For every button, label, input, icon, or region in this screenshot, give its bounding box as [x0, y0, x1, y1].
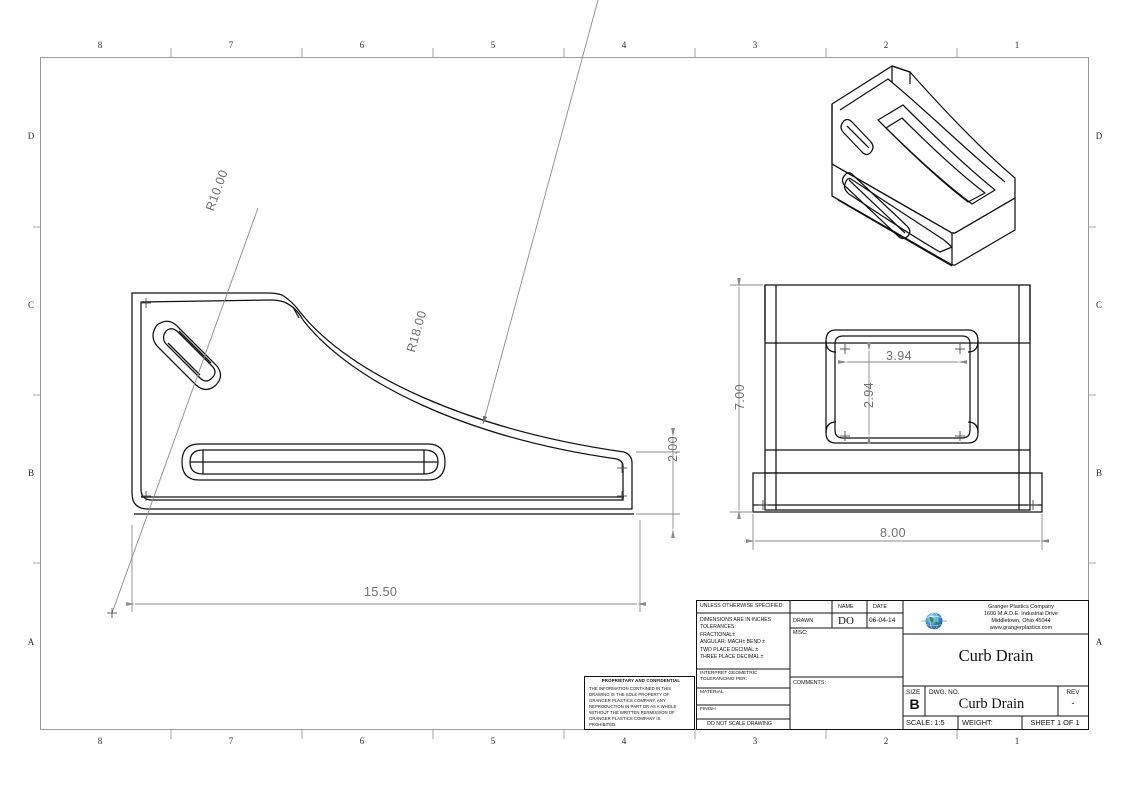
- zone-bottom-2: 2: [883, 736, 889, 746]
- drawn-label: DRAWN: [793, 618, 814, 624]
- side-view-center-marks: [141, 298, 627, 501]
- zone-bottom-8: 8: [97, 736, 103, 746]
- front-view-geometry: [752, 284, 1043, 513]
- dim-overall-length: 15.50: [364, 585, 398, 599]
- globe-icon: [921, 612, 947, 630]
- company-name: Granger Plastics Company: [988, 604, 1054, 610]
- zone-top-1: 1: [1014, 40, 1020, 50]
- drawn-name-value: DO: [838, 615, 854, 627]
- side-view-lower-slot: [181, 443, 446, 481]
- dwg-no-label: DWG. NO.: [929, 689, 960, 696]
- weight-label: WEIGHT:: [962, 718, 993, 727]
- isometric-view-geometry: [831, 65, 1016, 267]
- zone-bottom-4: 4: [621, 736, 627, 746]
- zone-bottom-5: 5: [490, 736, 496, 746]
- comments-label: COMMENTS:: [793, 680, 826, 686]
- front-view-center-marks: [758, 344, 1038, 510]
- zone-top-6: 6: [359, 40, 365, 50]
- company-address-line1: 1600 M.A.D.E. Industrial Drive: [984, 611, 1058, 617]
- zone-right-b: B: [1095, 468, 1102, 478]
- unless-specified-label: UNLESS OTHERWISE SPECIFIED:: [700, 603, 784, 609]
- zone-top-7: 7: [228, 40, 234, 50]
- zone-top-3: 3: [752, 40, 758, 50]
- material-label: MATERIAL: [700, 690, 724, 695]
- zone-left-c: C: [27, 300, 34, 310]
- zone-top-5: 5: [490, 40, 496, 50]
- rev-value: -: [1071, 698, 1075, 708]
- zone-top-2: 2: [883, 40, 889, 50]
- proprietary-body: THE INFORMATION CONTAINED IN THIS DRAWIN…: [589, 686, 677, 727]
- proprietary-heading: PROPRIETARY AND CONFIDENTIAL: [601, 678, 681, 683]
- size-value: B: [909, 696, 920, 712]
- part-title: Curb Drain: [958, 646, 1034, 665]
- rev-label: REV: [1066, 689, 1080, 696]
- front-view-pocket: [825, 329, 979, 444]
- do-not-scale-label: DO NOT SCALE DRAWING: [707, 721, 772, 727]
- company-website[interactable]: www.grangerplastics.com: [989, 625, 1053, 631]
- zone-bottom-7: 7: [228, 736, 234, 746]
- finish-label: FINISH: [700, 707, 716, 712]
- tolerances-block: DIMENSIONS ARE IN INCHES TOLERANCES: FRA…: [700, 617, 772, 660]
- zone-left-b: B: [27, 468, 34, 478]
- dim-front-width: 8.00: [880, 526, 906, 540]
- zone-right-d: D: [1095, 131, 1103, 141]
- zone-right-a: A: [1095, 637, 1103, 647]
- size-label: SIZE: [906, 689, 921, 696]
- sheet-label: SHEET 1 OF 1: [1030, 718, 1080, 727]
- side-view-geometry: [131, 292, 634, 515]
- drawn-date-value: 06-04-14: [869, 617, 896, 624]
- dimension-lines: [107, 0, 1049, 618]
- dwg-no-value: Curb Drain: [958, 696, 1025, 712]
- interpret-geometric-label: INTERPRET GEOMETRIC TOLERANCING PER:: [700, 671, 758, 683]
- date-header: DATE: [873, 604, 887, 610]
- name-header: NAME: [838, 604, 854, 610]
- zone-top-4: 4: [621, 40, 627, 50]
- zone-left-d: D: [27, 131, 35, 141]
- zone-right-c: C: [1095, 300, 1102, 310]
- zone-left-a: A: [27, 637, 35, 647]
- side-view-upper-slot: [152, 320, 222, 391]
- zone-bottom-3: 3: [752, 736, 758, 746]
- zone-bottom-1: 1: [1014, 736, 1020, 746]
- zone-bottom-6: 6: [359, 736, 365, 746]
- scale-label: SCALE: 1:5: [906, 718, 945, 727]
- zone-top-8: 8: [97, 40, 103, 50]
- company-address-line2: Middletown, Ohio 45044: [991, 618, 1051, 624]
- dim-pocket-width: 3.94: [886, 349, 912, 363]
- misc-label: MISC:: [793, 630, 808, 636]
